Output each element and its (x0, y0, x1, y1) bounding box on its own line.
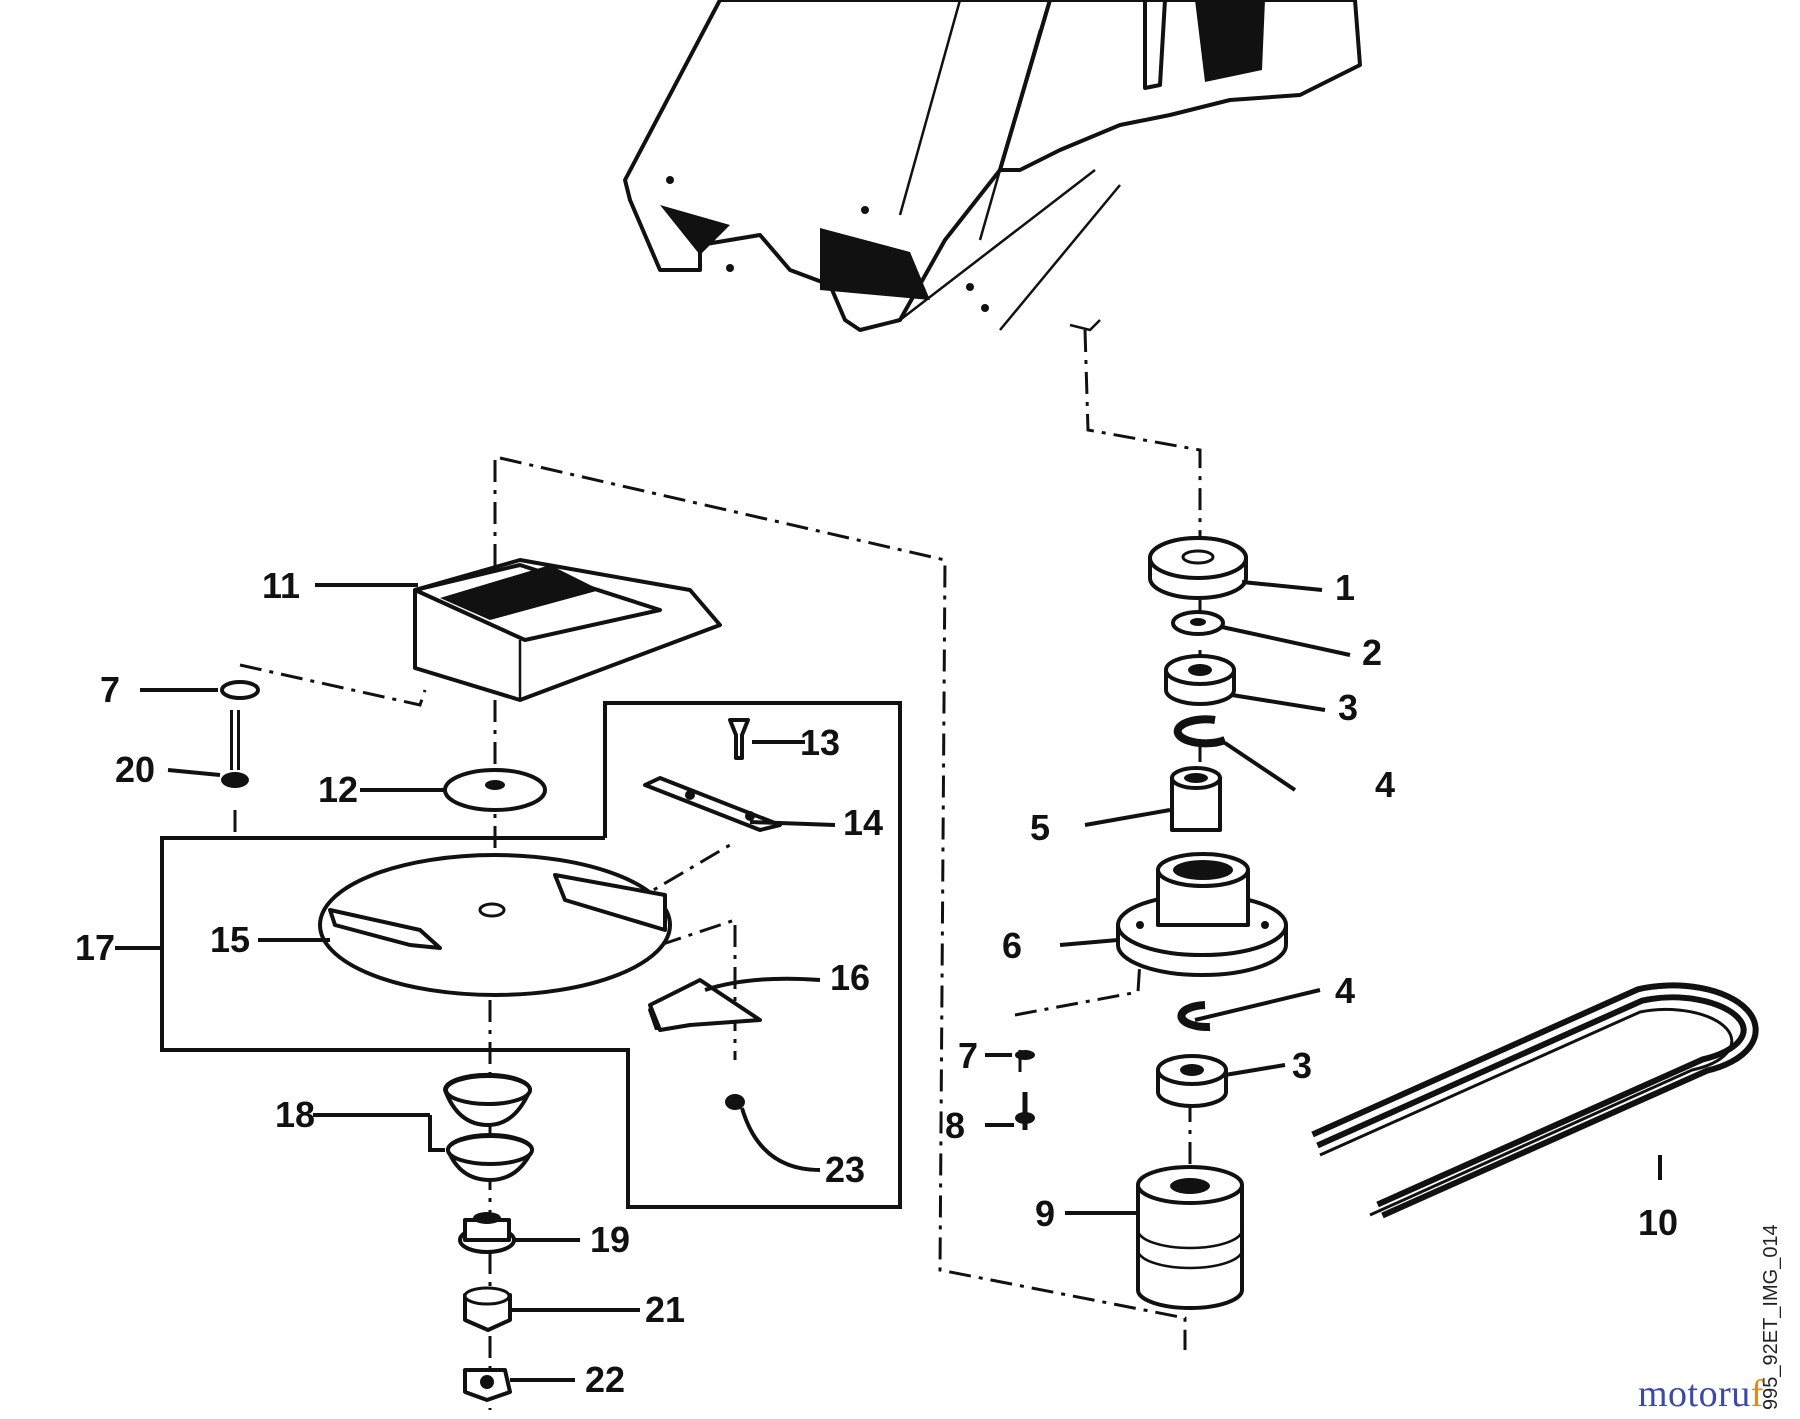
group-17-bracket-frames (160, 701, 902, 1209)
part-19-hub-nut (458, 1212, 516, 1254)
part-label-20: 20 (115, 749, 155, 790)
part-label-7: 7 (958, 1035, 978, 1076)
part-7-washer-left (220, 680, 260, 700)
part-label-14: 14 (843, 802, 883, 843)
discharge-chute-housing (623, 0, 1362, 332)
spindle-assembly (1015, 536, 1288, 1310)
part-label-5: 5 (1030, 807, 1050, 848)
part-label-21: 21 (645, 1289, 685, 1330)
part-4-circlip-upper (1173, 715, 1227, 748)
assembly-axis-lines (233, 329, 1202, 1410)
part-15-impeller-disc (318, 853, 672, 997)
part-number-labels: 1 2 3 4 5 6 4 3 7 8 9 10 11 7 20 12 13 1… (75, 565, 1678, 1400)
part-label-15: 15 (210, 919, 250, 960)
part-8-screw (1015, 1092, 1035, 1130)
part-label-17: 17 (75, 927, 115, 968)
part-label-8: 8 (945, 1105, 965, 1146)
watermark-text: motoru (1638, 1373, 1751, 1415)
part-label-7b: 7 (100, 669, 120, 710)
watermark-logo: motoruf (1638, 1372, 1764, 1416)
part-12-flat-washer (443, 768, 547, 812)
part-label-4b: 4 (1335, 970, 1355, 1011)
part-9-pulley (1136, 1165, 1244, 1310)
part-3-bearing-lower (1156, 1054, 1228, 1108)
part-6-bearing-housing (1116, 852, 1288, 977)
part-label-13: 13 (800, 722, 840, 763)
part-label-6: 6 (1002, 925, 1022, 966)
part-label-4: 4 (1375, 764, 1395, 805)
part-23-nut (725, 1094, 745, 1110)
part-10-drive-belt (1311, 982, 1759, 1219)
part-label-18: 18 (275, 1094, 315, 1135)
part-label-2: 2 (1362, 632, 1382, 673)
part-label-11: 11 (262, 565, 300, 606)
part-label-1: 1 (1335, 567, 1355, 608)
part-1-spacer-washer (1148, 536, 1248, 600)
part-18-cup-washers (443, 1072, 534, 1182)
part-label-19: 19 (590, 1219, 630, 1260)
part-4-circlip-lower (1177, 1001, 1211, 1032)
part-11-guard (413, 558, 722, 702)
part-label-3: 3 (1338, 687, 1358, 728)
part-label-23: 23 (825, 1149, 865, 1190)
part-20-bolt (221, 710, 249, 788)
part-label-22: 22 (585, 1359, 625, 1400)
part-21-hex-nut (463, 1286, 512, 1332)
part-22-lock-nut (463, 1368, 512, 1402)
part-label-3b: 3 (1292, 1045, 1312, 1086)
part-2-small-washer (1171, 610, 1225, 636)
part-16-paddle (648, 978, 762, 1032)
part-5-bushing (1170, 766, 1222, 832)
impeller-assembly (220, 558, 782, 1402)
part-label-9: 9 (1035, 1193, 1055, 1234)
leader-lines (115, 580, 1662, 1382)
part-label-16: 16 (830, 957, 870, 998)
part-7-washer-right (1015, 1050, 1035, 1060)
part-13-screw (728, 718, 750, 760)
part-label-10: 10 (1638, 1202, 1678, 1243)
part-3-bearing-upper (1164, 654, 1236, 706)
watermark-text-accent: f (1750, 1373, 1764, 1415)
part-label-12: 12 (318, 769, 358, 810)
